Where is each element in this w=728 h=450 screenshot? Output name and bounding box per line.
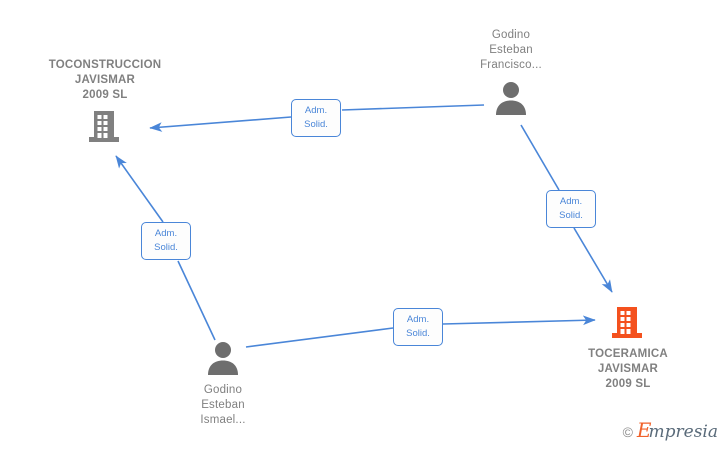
edge-label-line1: Adm.	[406, 314, 430, 325]
edge-ismael-toceramica	[245, 315, 596, 348]
empresia-watermark: © Empresia	[623, 420, 718, 442]
node-label-godino-ismael: Godino Esteban Ismael...	[200, 384, 246, 426]
edge-label-line2: Solid.	[559, 210, 583, 221]
node-toconstruccion[interactable]: TOCONSTRUCCION JAVISMAR 2009 SL	[25, 58, 185, 147]
node-godino-francisco[interactable]: Godino Esteban Francisco...	[431, 28, 591, 119]
edge-label-francisco-toceramica[interactable]: Adm. Solid.	[546, 190, 596, 228]
edge-francisco-toceramica	[520, 124, 613, 293]
node-godino-ismael[interactable]: Godino Esteban Ismael...	[143, 339, 303, 428]
edge-label-line2: Solid.	[406, 328, 430, 339]
person-icon	[491, 79, 531, 119]
edge-label-line1: Adm.	[304, 105, 328, 116]
edge-label-francisco-toconstruccion[interactable]: Adm. Solid.	[291, 99, 341, 137]
building-icon	[608, 303, 648, 343]
brand-name: mpresia	[648, 422, 719, 442]
edge-label-line1: Adm.	[154, 228, 178, 239]
edge-label-ismael-toceramica[interactable]: Adm. Solid.	[393, 308, 443, 346]
brand-initial: E	[636, 418, 652, 442]
node-label-toconstruccion: TOCONSTRUCCION JAVISMAR 2009 SL	[48, 59, 162, 101]
edge-label-ismael-toconstruccion[interactable]: Adm. Solid.	[141, 222, 191, 260]
node-label-godino-francisco: Godino Esteban Francisco...	[480, 29, 542, 71]
edge-label-line2: Solid.	[154, 242, 178, 253]
edge-francisco-toconstruccion	[149, 104, 485, 132]
node-label-toceramica: TOCERAMICA JAVISMAR 2009 SL	[588, 348, 668, 390]
edge-label-line1: Adm.	[559, 196, 583, 207]
edge-ismael-toconstruccion	[115, 155, 216, 341]
building-icon	[85, 107, 125, 147]
copyright-symbol: ©	[622, 424, 633, 440]
edge-label-line2: Solid.	[304, 119, 328, 130]
person-icon	[203, 339, 243, 379]
node-toceramica[interactable]: TOCERAMICA JAVISMAR 2009 SL	[548, 303, 708, 392]
